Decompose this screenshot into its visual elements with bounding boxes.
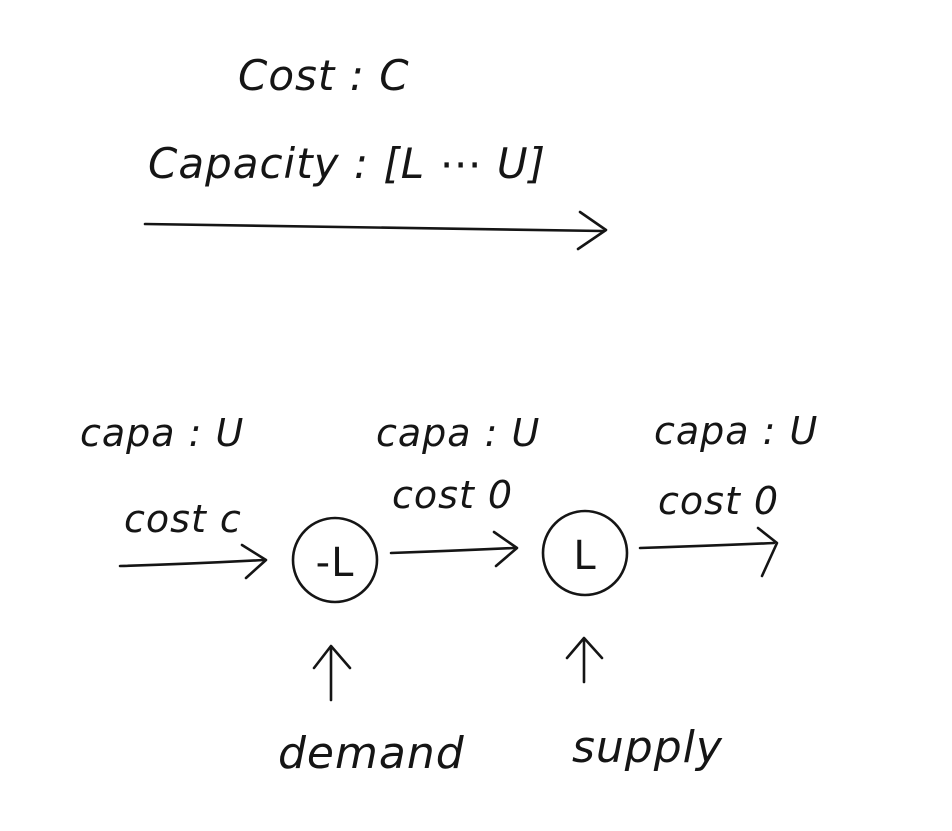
edge2-cost-label: cost 0 (392, 473, 513, 517)
edge2-capa-label: capa : U (376, 411, 540, 455)
legend-arrow (143, 210, 608, 251)
supply-label: supply (572, 722, 723, 773)
edge3-cost-label: cost 0 (658, 479, 779, 523)
edge1-capa-label: capa : U (80, 411, 244, 455)
edge2-arrow (389, 530, 519, 568)
edge3-capa-label: capa : U (654, 409, 818, 453)
node-demand: -L (291, 516, 379, 604)
node-supply-label: L (573, 533, 596, 579)
edge1-cost-label: cost c (124, 497, 242, 541)
legend-cost-label: Cost : C (238, 51, 410, 100)
node-supply: L (541, 509, 629, 597)
edge1-arrow (118, 543, 268, 580)
legend-capacity-label: Capacity : [L ⋯ U] (148, 139, 546, 188)
demand-arrow (312, 644, 352, 702)
demand-label: demand (278, 728, 465, 779)
node-demand-label: -L (316, 540, 355, 586)
supply-arrow (565, 636, 604, 684)
edge3-arrow (638, 526, 779, 578)
